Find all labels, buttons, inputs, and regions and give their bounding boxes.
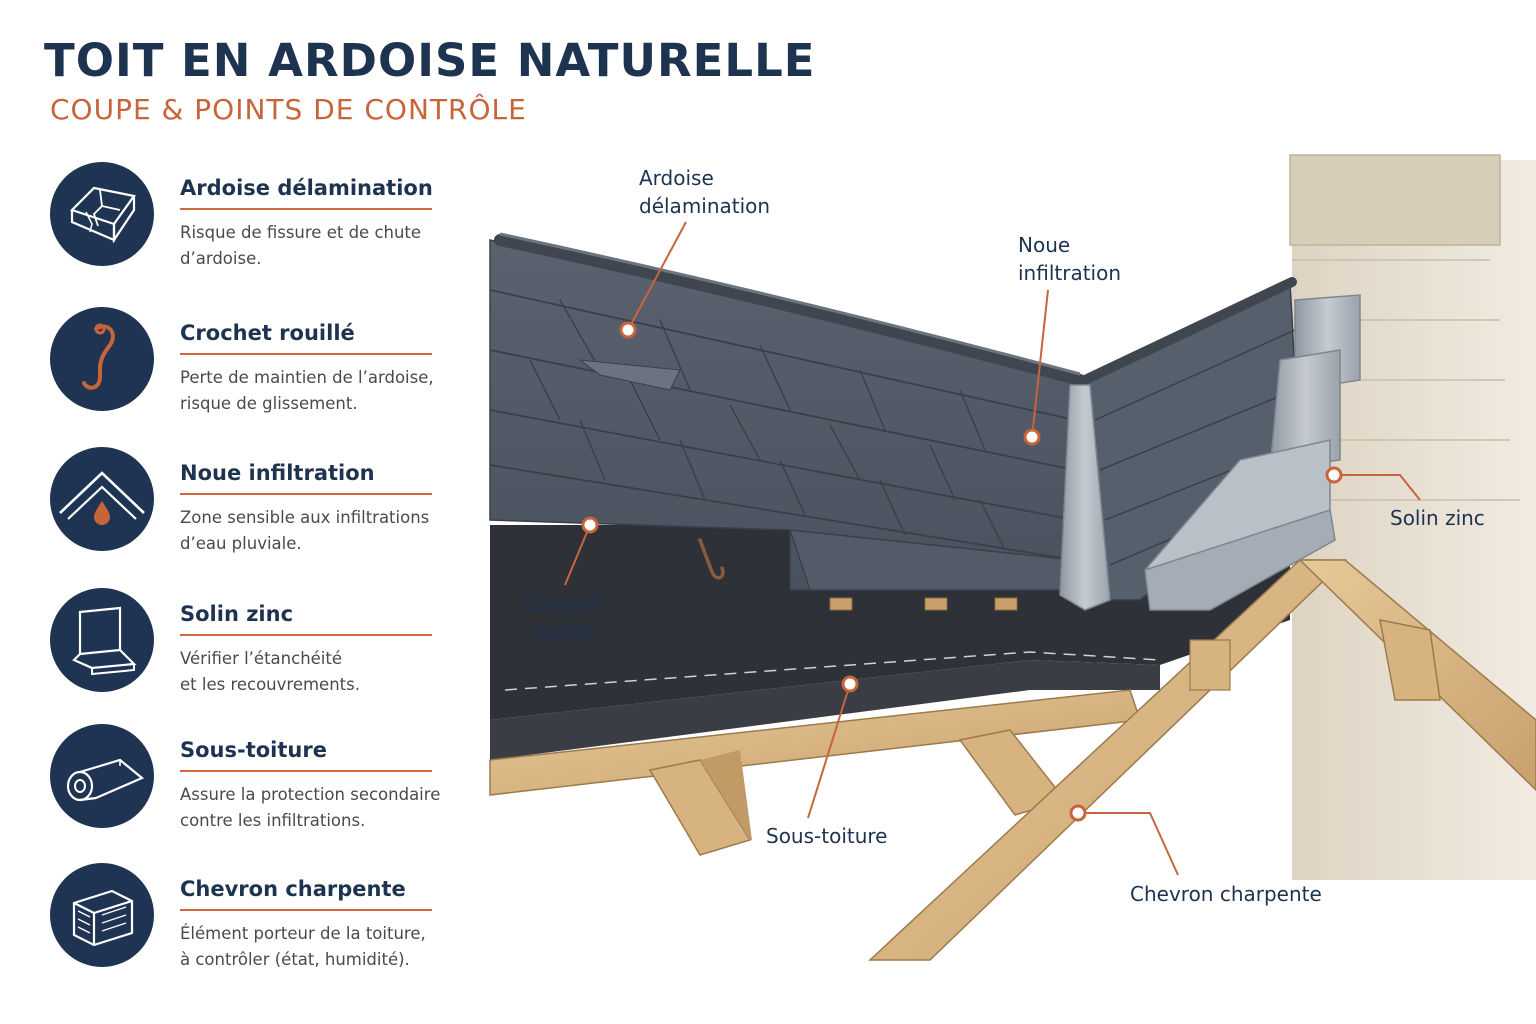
legend-title: Sous-toiture <box>180 738 327 762</box>
valley-drop-icon <box>50 447 154 551</box>
legend-divider <box>180 208 432 210</box>
callout-line: Chevron charpente <box>1130 882 1322 906</box>
callout-line: délamination <box>639 194 771 218</box>
callout-solin: Solin zinc <box>1390 504 1485 532</box>
legend-panel: Ardoise délamination Risque de fissure e… <box>0 0 450 1024</box>
zinc-flashing <box>1144 294 1361 611</box>
legend-item-sous-toiture: Sous-toiture Assure la protection second… <box>50 724 440 834</box>
masonry-wall <box>1289 154 1536 880</box>
callout-line: Crochet <box>525 592 603 616</box>
callout-line: Sous-toiture <box>766 824 888 848</box>
legend-divider <box>180 634 432 636</box>
timber-framing <box>489 559 1536 961</box>
timber-beam-icon <box>50 863 154 967</box>
callout-crochet: Crochet rouillé <box>525 590 603 646</box>
rusty-hook-icon <box>50 307 154 411</box>
cracked-slate-icon <box>50 162 154 266</box>
membrane-roll-icon <box>50 724 154 828</box>
legend-desc-line: Risque de fissure et de chute <box>180 223 422 242</box>
legend-item-chevron: Chevron charpente Élément porteur de la … <box>50 863 440 973</box>
legend-title: Chevron charpente <box>180 877 406 901</box>
legend-title: Crochet rouillé <box>180 321 355 345</box>
legend-description: Perte de maintien de l’ardoise, risque d… <box>180 365 450 417</box>
legend-desc-line: risque de glissement. <box>180 394 358 413</box>
callout-markers <box>581 321 1343 822</box>
marker-ardoise <box>619 321 637 339</box>
legend-title: Noue infiltration <box>180 461 375 485</box>
legend-desc-line: d’eau pluviale. <box>180 534 302 553</box>
legend-desc-line: à contrôler (état, humidité). <box>180 950 410 969</box>
callout-line: Noue <box>1018 233 1071 257</box>
legend-desc-line: contre les infiltrations. <box>180 811 366 830</box>
marker-solin <box>1325 466 1343 484</box>
callout-line: infiltration <box>1018 261 1122 285</box>
legend-title: Solin zinc <box>180 602 294 626</box>
legend-item-ardoise: Ardoise délamination Risque de fissure e… <box>50 162 440 272</box>
legend-desc-line: Zone sensible aux infiltrations <box>180 508 430 527</box>
legend-description: Risque de fissure et de chute d’ardoise. <box>180 220 450 272</box>
rusty-hook <box>698 538 725 580</box>
legend-desc-line: Vérifier l’étanchéité <box>180 649 343 668</box>
legend-item-noue: Noue infiltration Zone sensible aux infi… <box>50 447 440 557</box>
slate-roof-slope <box>489 232 1086 591</box>
callout-line: Solin zinc <box>1390 506 1485 530</box>
callout-sous-toiture: Sous-toiture <box>766 822 887 850</box>
callout-noue: Noue infiltration <box>1018 231 1121 287</box>
marker-chevron <box>1069 804 1087 822</box>
legend-desc-line: Assure la protection secondaire <box>180 785 441 804</box>
legend-title: Ardoise délamination <box>180 176 433 200</box>
callout-line: rouillé <box>533 620 595 644</box>
page-subtitle: COUPE & POINTS DE CONTRÔLE <box>50 93 527 126</box>
legend-item-solin: Solin zinc Vérifier l’étanchéité et les … <box>50 588 440 698</box>
legend-desc-line: et les recouvrements. <box>180 675 360 694</box>
legend-description: Zone sensible aux infiltrations d’eau pl… <box>180 505 450 557</box>
marker-crochet <box>581 516 599 534</box>
legend-item-crochet: Crochet rouillé Perte de maintien de l’a… <box>50 307 440 417</box>
legend-divider <box>180 353 432 355</box>
callout-chevron: Chevron charpente <box>1130 880 1322 908</box>
callout-ardoise: Ardoise délamination <box>639 164 770 220</box>
legend-description: Vérifier l’étanchéité et les recouvremen… <box>180 646 450 698</box>
page-title: TOIT EN ARDOISE NATURELLE <box>44 34 816 87</box>
marker-noue <box>1023 428 1041 446</box>
marker-sous-toiture <box>841 675 859 693</box>
legend-divider <box>180 770 432 772</box>
legend-desc-line: d’ardoise. <box>180 249 262 268</box>
zinc-flashing-icon <box>50 588 154 692</box>
legend-divider <box>180 493 432 495</box>
zinc-valley <box>1059 384 1111 611</box>
callout-line: Ardoise <box>639 166 714 190</box>
legend-desc-line: Élément porteur de la toiture, <box>180 924 426 943</box>
legend-desc-line: Perte de maintien de l’ardoise, <box>180 368 434 387</box>
legend-description: Assure la protection secondaire contre l… <box>180 782 450 834</box>
legend-description: Élément porteur de la toiture, à contrôl… <box>180 921 450 973</box>
leader-lines <box>564 221 1421 876</box>
legend-divider <box>180 909 432 911</box>
